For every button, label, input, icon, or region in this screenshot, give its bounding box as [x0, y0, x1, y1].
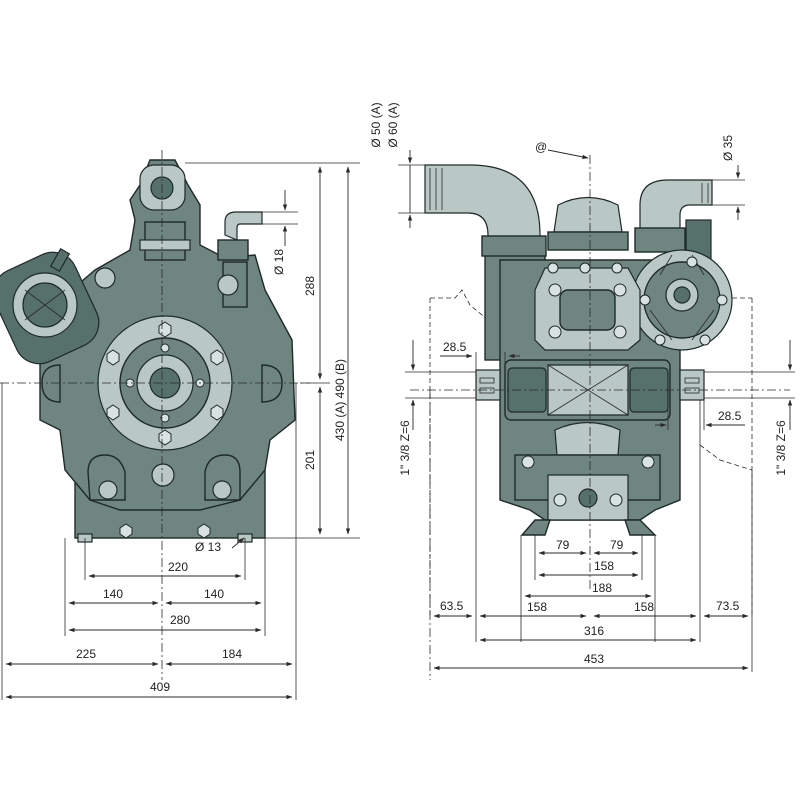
front-lobes [41, 267, 283, 501]
dim-79-left: 79 [556, 538, 570, 552]
dim-453: 453 [584, 652, 604, 666]
regulator-cover [0, 248, 100, 365]
thread-spec-left: 1" 3/8 Z=6 [398, 420, 412, 476]
side-upper-head [534, 262, 641, 351]
dim-188: 188 [592, 581, 612, 595]
front-view: 288 201 430 (A) 490 (B) Ø 18 Ø 13 220 14… [0, 150, 360, 700]
dim-dia-35: Ø 35 [721, 135, 735, 161]
dim-dia-18: Ø 18 [272, 249, 286, 275]
side-lower-head [514, 421, 661, 536]
dim-409: 409 [150, 680, 170, 694]
dim-73-5: 73.5 [716, 599, 740, 613]
dim-288: 288 [303, 276, 317, 296]
dim-184: 184 [222, 647, 242, 661]
dim-225: 225 [76, 647, 96, 661]
dim-280: 280 [170, 613, 190, 627]
dim-total-height: 430 (A) 490 (B) [333, 359, 347, 441]
thread-spec-right: 1" 3/8 Z=6 [774, 420, 788, 476]
dim-63-5: 63.5 [440, 599, 464, 613]
dim-220: 220 [168, 560, 188, 574]
dim-28-5-right: 28.5 [718, 409, 742, 423]
side-inlet-elbow [424, 164, 547, 257]
side-outlet-pipe [634, 179, 713, 261]
dim-dia-60: Ø 60 (A) [386, 102, 400, 147]
dim-dia-50: Ø 50 (A) [369, 102, 383, 147]
dim-201: 201 [303, 450, 317, 470]
dim-158-left: 158 [527, 600, 547, 614]
side-regulator [631, 249, 733, 351]
dim-79-right: 79 [610, 538, 624, 552]
side-view: @ Ø 50 (A) Ø 60 (A) Ø 35 28.5 28.5 1" 3/… [369, 102, 795, 680]
label-at: @ [535, 140, 547, 154]
dim-dia-13: Ø 13 [195, 540, 221, 554]
side-top-dome [547, 196, 629, 251]
dim-140-left: 140 [103, 587, 123, 601]
dim-158-right: 158 [634, 600, 654, 614]
dim-158-small: 158 [594, 559, 614, 573]
dim-140-right: 140 [204, 587, 224, 601]
dim-28-5-left: 28.5 [443, 340, 467, 354]
dim-316: 316 [584, 624, 604, 638]
side-hidden-outline [429, 289, 753, 616]
front-bolts [106, 321, 224, 446]
